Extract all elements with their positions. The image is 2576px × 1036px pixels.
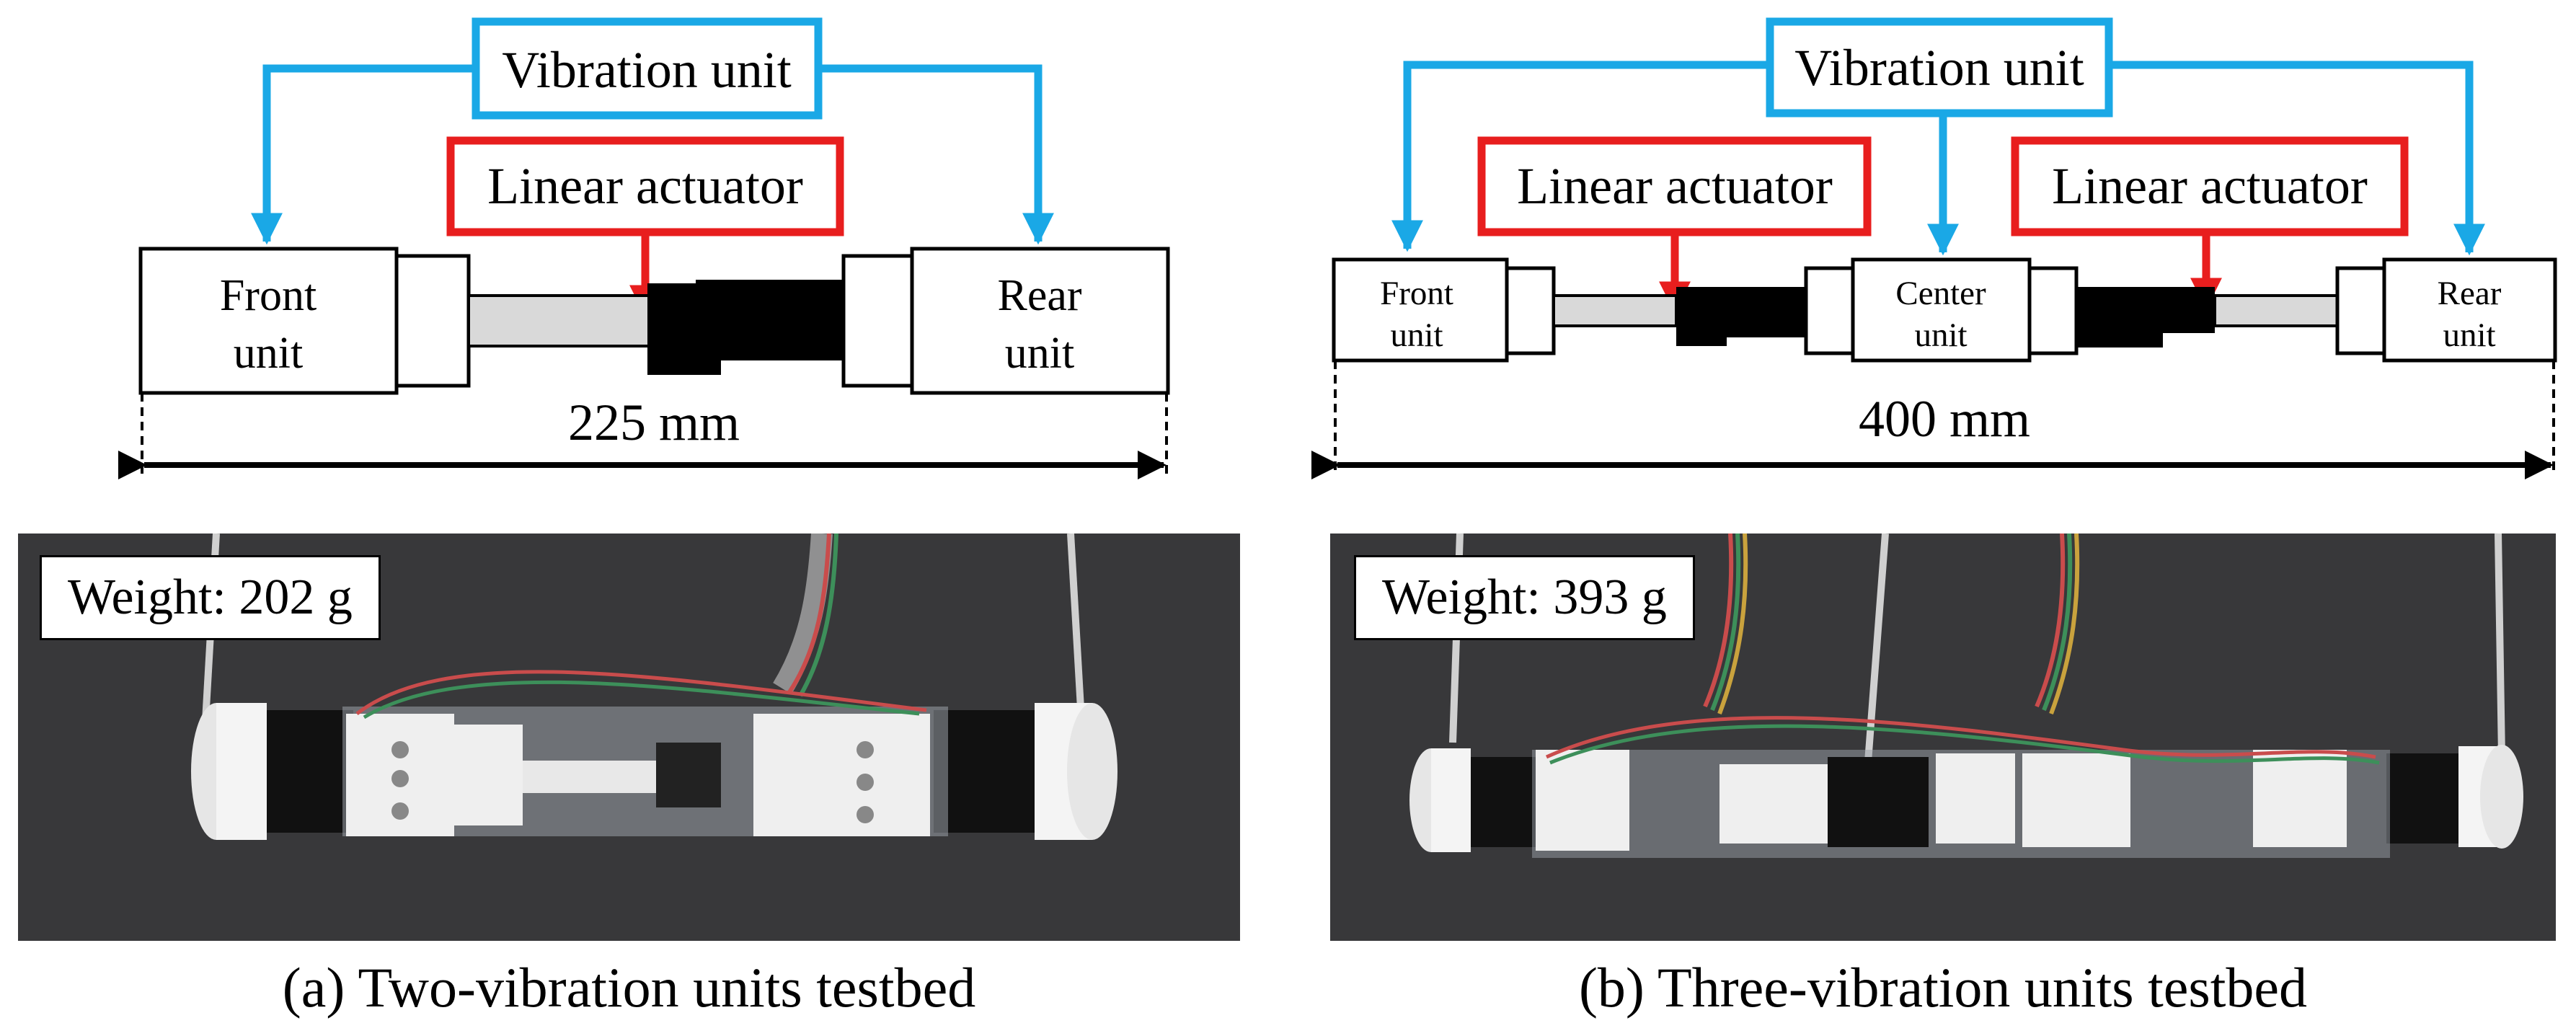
left-front-unit [138, 247, 399, 395]
left-rear-unit [910, 247, 1170, 395]
right-center-unit-label-1: Center [1895, 275, 1986, 312]
right-length-label: 400 mm [1859, 390, 2030, 448]
right-rod-2 [2213, 294, 2339, 327]
left-rear-unit-label-1: Rear [997, 271, 1081, 320]
left-actuator-label: Linear actuator [487, 157, 803, 215]
right-vibration-line-front [1391, 61, 1770, 252]
left-diagram: Vibration unit Linear actuator Front uni… [118, 17, 1170, 479]
right-front-unit [1332, 257, 1509, 363]
left-vibration-label: Vibration unit [502, 41, 792, 99]
left-rear-collar [841, 254, 914, 388]
right-front-unit-label-1: Front [1380, 275, 1453, 312]
right-rear-unit-label-1: Rear [2438, 275, 2502, 312]
right-rear-collar [2335, 266, 2386, 355]
left-vibration-box [472, 17, 823, 120]
right-vibration-box [1766, 17, 2113, 118]
right-front-unit-label-2: unit [1390, 316, 1443, 354]
right-rear-unit [2382, 257, 2557, 363]
right-center-unit-label-2: unit [1914, 316, 1967, 354]
left-weight-label: Weight: 202 g [40, 555, 381, 640]
left-actuator-body [647, 280, 844, 375]
right-vibration-line-rear [2105, 61, 2485, 256]
right-photo [1330, 534, 2556, 941]
left-vibration-line-rear [815, 64, 1054, 245]
right-front-collar [1505, 266, 1556, 355]
left-rear-unit-label-2: unit [1005, 329, 1074, 378]
left-actuator-box [446, 136, 844, 236]
right-actuator-label-1: Linear actuator [1517, 157, 1833, 215]
right-actuator-body-2 [2076, 287, 2215, 347]
left-vibration-line-front [251, 64, 479, 245]
left-front-unit-label-2: unit [234, 329, 303, 378]
right-actuator-label-2: Linear actuator [2052, 157, 2368, 215]
left-length-label: 225 mm [568, 394, 740, 451]
right-diagram: Vibration unit Linear actuator Linear ac… [1311, 17, 2557, 479]
right-center-left-collar [1804, 266, 1855, 355]
right-center-unit [1851, 257, 2032, 363]
right-rear-unit-label-2: unit [2443, 316, 2495, 354]
right-photo-illustration [1330, 534, 2556, 941]
left-rod [467, 294, 650, 347]
right-caption: (b) Three-vibration units testbed [1578, 956, 2308, 1019]
right-actuator-body-1 [1676, 287, 1806, 346]
right-actuator-box-1 [1477, 136, 1872, 236]
right-rod-1 [1552, 294, 1678, 327]
left-caption: (a) Two-vibration units testbed [282, 956, 976, 1019]
right-vibration-label: Vibration unit [1794, 39, 2084, 97]
right-center-right-collar [2027, 266, 2079, 355]
left-front-unit-label-1: Front [220, 271, 317, 320]
right-weight-label: Weight: 393 g [1354, 555, 1695, 640]
right-actuator-box-2 [2011, 136, 2409, 236]
left-front-collar [394, 254, 471, 388]
